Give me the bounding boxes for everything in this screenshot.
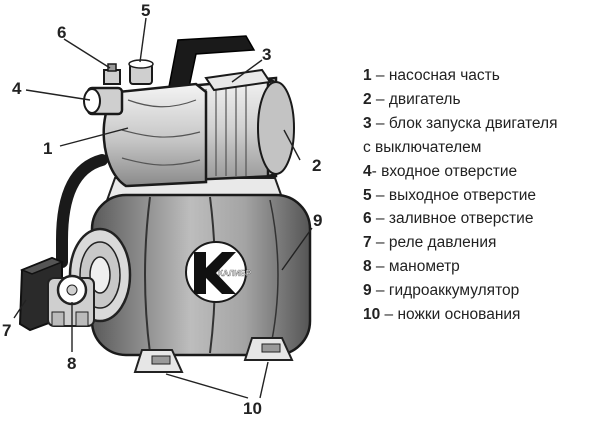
- legend-item: 5 – выходное отверстие: [363, 186, 537, 204]
- switch-box: [204, 68, 272, 92]
- outlet-port: [128, 59, 154, 85]
- callout-5: 5: [141, 1, 151, 20]
- callout-2: 2: [312, 156, 322, 175]
- callout-9: 9: [313, 211, 323, 230]
- base-feet: [133, 337, 294, 373]
- callout-1: 1: [43, 139, 53, 158]
- callout-3: 3: [262, 45, 272, 64]
- callout-4: 4: [12, 79, 22, 98]
- legend-item: 8 – манометр: [363, 258, 460, 276]
- callout-6: 6: [57, 23, 67, 42]
- legend-item: 10 – ножки основания: [363, 306, 521, 324]
- kalibr-logo: [185, 241, 247, 303]
- legend-item: 6 – заливное отверстие: [363, 210, 534, 228]
- manometer: [47, 274, 95, 327]
- pump-station-drawing: КАЛИБР: [13, 17, 313, 399]
- callout-7: 7: [2, 321, 12, 340]
- callout-8: 8: [67, 354, 77, 373]
- inlet-port: [83, 86, 124, 116]
- hose: [56, 154, 108, 268]
- callout-10: 10: [243, 399, 262, 418]
- legend-item: 7 – реле давления: [363, 234, 497, 252]
- legend-item: с выключателем: [363, 138, 482, 156]
- legend-item: 2 – двигатель: [363, 90, 461, 108]
- priming-plug: [103, 63, 121, 85]
- legend-item: 4- входное отверстие: [363, 162, 518, 180]
- legend-item: 1 – насосная часть: [363, 67, 500, 84]
- legend-item: 3 – блок запуска двигателя: [363, 114, 558, 132]
- legend-item: 9 – гидроаккумулятор: [363, 282, 520, 300]
- parts-legend: 1 – насосная часть 2 – двигатель 3 – бло…: [363, 64, 599, 327]
- logo-text: КАЛИБР: [218, 269, 252, 278]
- leader-lines: [13, 17, 313, 399]
